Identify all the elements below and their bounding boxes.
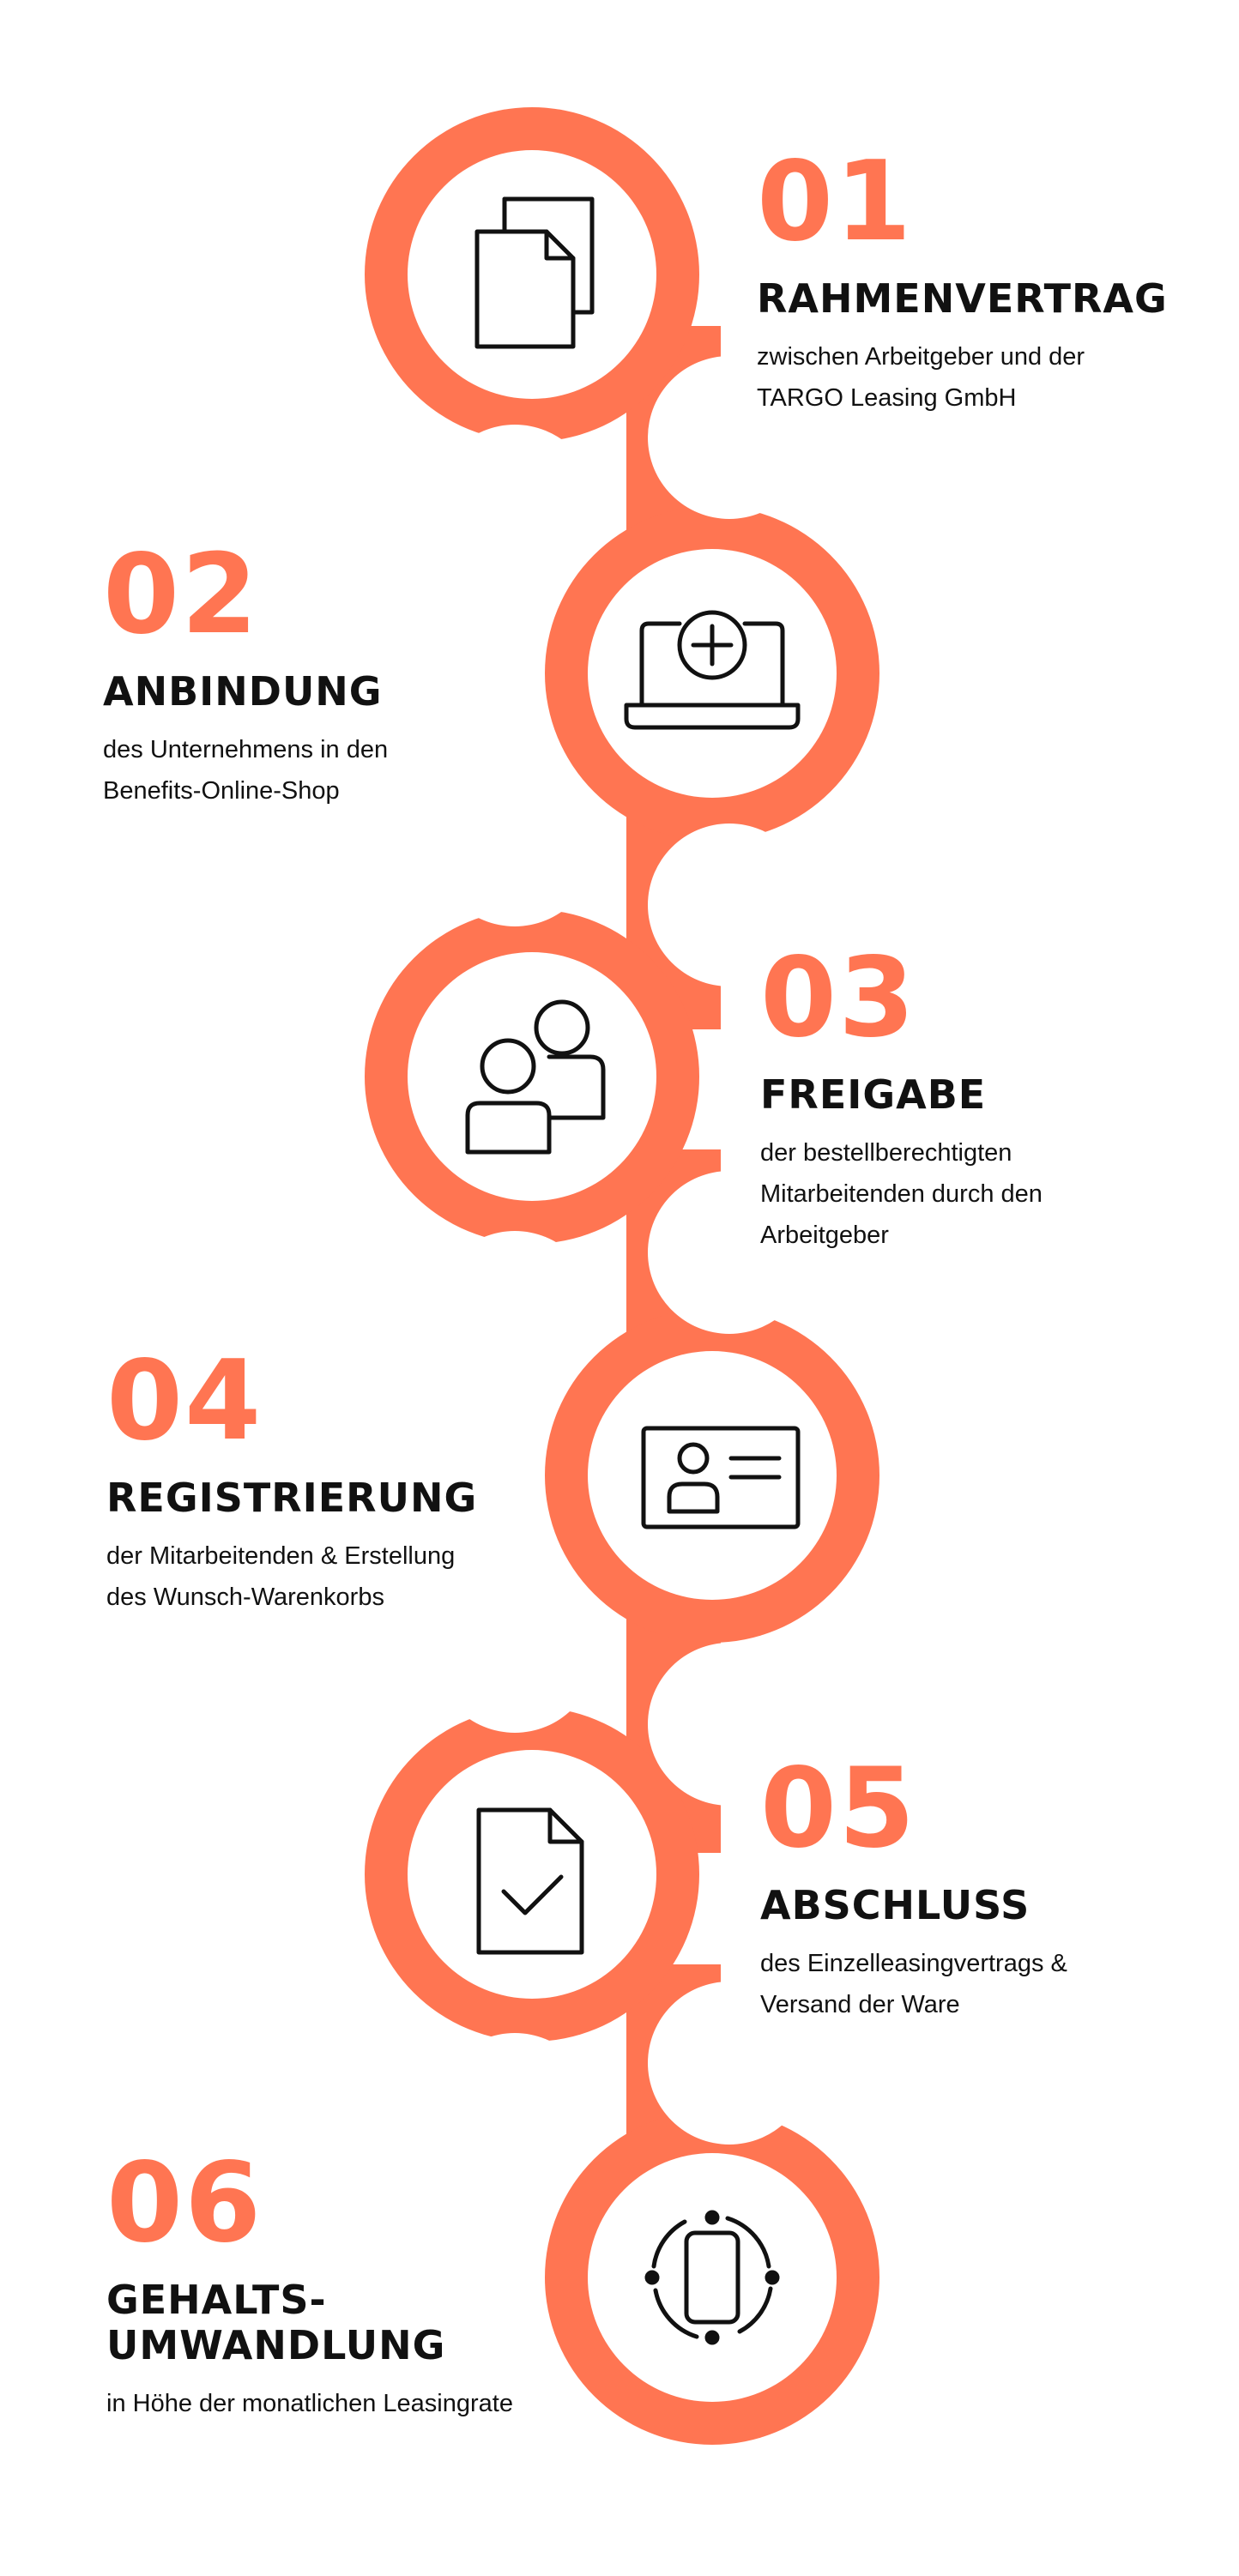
step-description: des Unternehmens in den Benefits-Online-…	[103, 735, 389, 805]
step-number: 02	[103, 531, 260, 659]
step-title: RAHMENVERTRAG	[757, 275, 1168, 322]
documents-icon	[474, 196, 595, 349]
document-check-icon	[476, 1807, 584, 1955]
step-description: der Mitarbeitenden & Erstellung des Wuns…	[106, 1541, 456, 1611]
chain-notches	[433, 356, 811, 2196]
step-title: ANBINDUNG	[103, 668, 383, 715]
step-title: REGISTRIERUNG	[106, 1475, 478, 1521]
step-title: FREIGABE	[760, 1071, 987, 1118]
tablet-cycle-icon	[644, 2210, 780, 2345]
step-2: 02 ANBINDUNG des Unternehmens in den Ben…	[103, 540, 388, 812]
step-description: zwischen Arbeitgeber und der TARGO Leasi…	[757, 342, 1085, 412]
step-number: 06	[106, 2139, 263, 2267]
step-description: in Höhe der monatlichen Leasingrate	[106, 2389, 513, 2417]
id-card-icon	[641, 1426, 801, 1529]
step-title: ABSCHLUSS	[760, 1882, 1030, 1928]
step-4: 04 REGISTRIERUNG der Mitarbeitenden & Er…	[106, 1347, 477, 1619]
step-3: 03 FREIGABE der bestellberechtigten Mita…	[760, 944, 1043, 1256]
step-number: 05	[760, 1745, 917, 1873]
step-description: der bestellberechtigten Mitarbeitenden d…	[760, 1138, 1043, 1249]
laptop-plus-icon	[624, 610, 801, 730]
step-number: 01	[757, 138, 914, 266]
step-1: 01 RAHMENVERTRAG zwischen Arbeitgeber un…	[757, 148, 1168, 419]
step-title: GEHALTS- UMWANDLUNG	[106, 2277, 446, 2368]
step-number: 03	[760, 934, 917, 1062]
step-description: des Einzelleasingvertrags & Versand der …	[760, 1949, 1067, 2018]
step-5: 05 ABSCHLUSS des Einzelleasingvertrags &…	[760, 1754, 1067, 2026]
step-number: 04	[106, 1337, 263, 1465]
users-icon	[465, 999, 606, 1155]
step-6: 06 GEHALTS- UMWANDLUNG in Höhe der monat…	[106, 2149, 513, 2425]
